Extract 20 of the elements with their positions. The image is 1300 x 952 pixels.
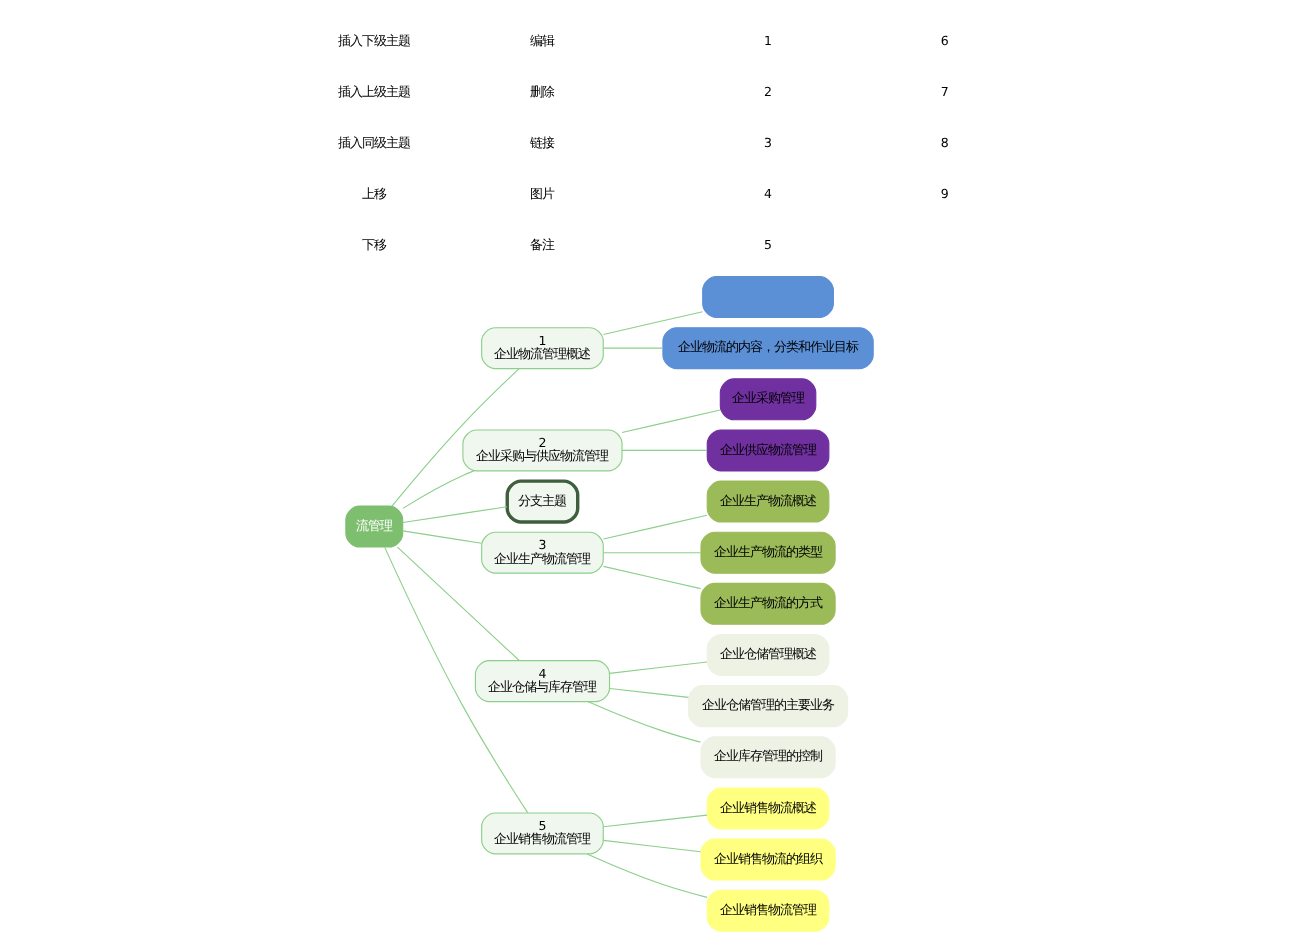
connector xyxy=(620,409,720,434)
connector xyxy=(620,449,707,451)
node-box xyxy=(701,276,833,319)
connector xyxy=(601,552,701,554)
connector xyxy=(601,311,703,335)
connector xyxy=(601,347,663,349)
connector xyxy=(383,546,528,814)
connector xyxy=(601,565,701,590)
connector xyxy=(601,514,707,540)
connector xyxy=(401,470,474,509)
connector xyxy=(601,839,701,853)
connector xyxy=(586,701,701,743)
connector xyxy=(585,853,707,898)
connector xyxy=(390,368,519,507)
connector xyxy=(601,814,707,828)
connector xyxy=(401,530,482,544)
connector xyxy=(401,506,507,524)
connector xyxy=(608,661,707,674)
connector xyxy=(395,546,519,662)
connector xyxy=(608,687,688,698)
